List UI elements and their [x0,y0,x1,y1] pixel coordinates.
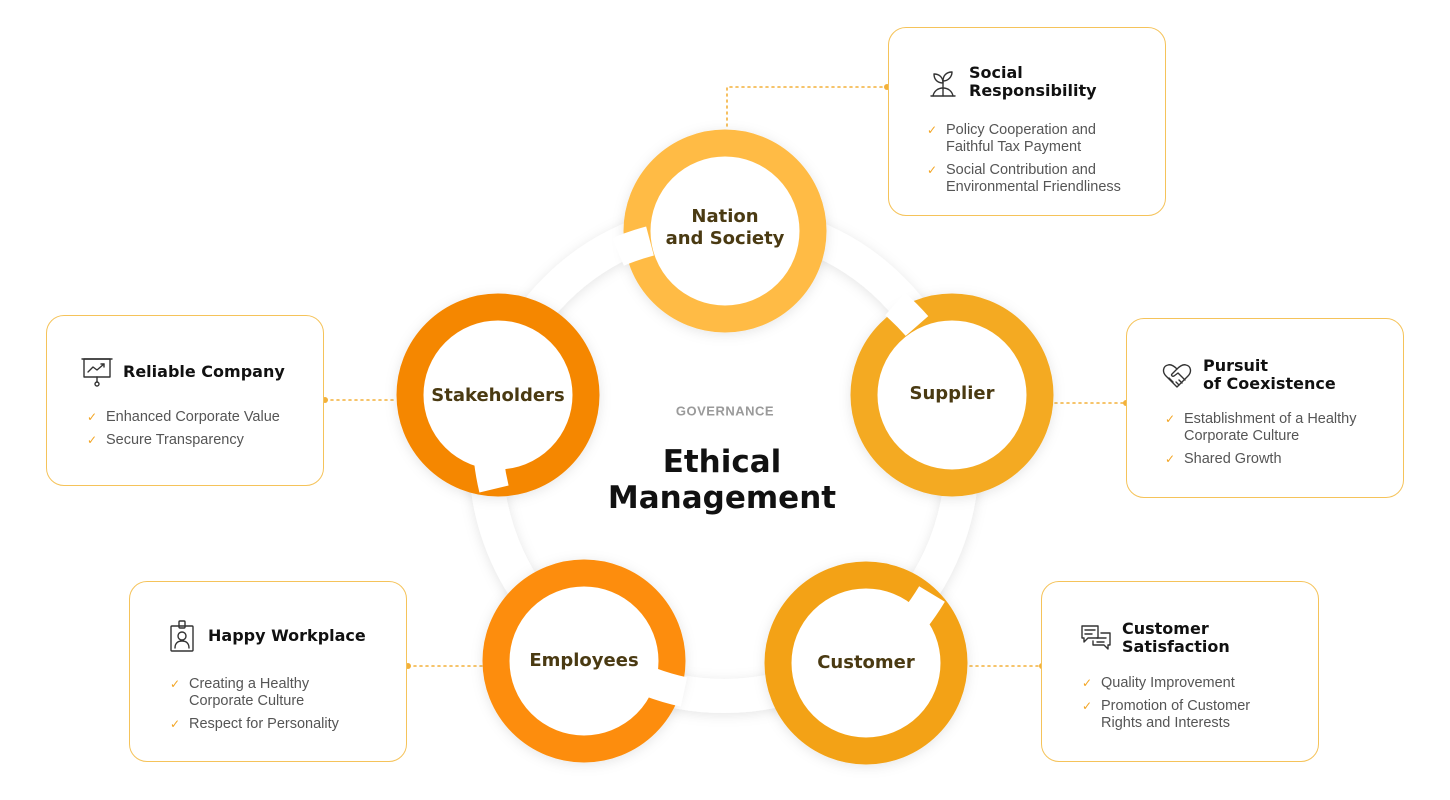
check-icon: ✓ [170,677,181,691]
card-title-pursuit-of-coexistence: Pursuit of Coexistence [1203,356,1336,393]
card-pursuit-of-coexistence: Pursuit of Coexistence ✓Establishment of… [1126,318,1404,498]
ring-bridge-stakeholders [474,459,509,493]
ring-bridge-nation [612,226,655,266]
list-item: ✓Establishment of a Healthy Corporate Cu… [1165,411,1357,444]
presentation-chart-icon [81,358,113,387]
ring-bridge-supplier [884,292,929,337]
ring-bridge-employees [644,667,688,707]
connector-nation-social [726,86,888,127]
check-icon: ✓ [1165,412,1176,426]
card-title-reliable-company: Reliable Company [123,362,285,381]
check-icon: ✓ [1165,452,1176,466]
check-icon: ✓ [1082,676,1093,690]
list-item: ✓Policy Cooperation and Faithful Tax Pay… [927,122,1096,155]
check-icon: ✓ [927,163,938,177]
check-icon: ✓ [87,410,98,424]
card-reliable-company: Reliable Company ✓Enhanced Corporate Val… [46,315,324,486]
check-icon: ✓ [1082,699,1093,713]
list-item: ✓Enhanced Corporate Value [87,409,280,425]
node-label-customer: Customer [817,652,915,673]
handshake-icon [1162,364,1192,388]
node-label-nation: Nation and Society [665,206,785,249]
list-item: ✓Quality Improvement [1082,675,1235,691]
ring-bridge-customer [902,586,945,630]
list-item: ✓Secure Transparency [87,432,244,448]
check-icon: ✓ [170,717,181,731]
sprout-icon [930,71,956,97]
node-ring-employees [482,559,686,763]
card-title-social-responsibility: Social Responsibility [969,63,1097,100]
ethical-management-title: Ethical Management [607,444,837,516]
check-icon: ✓ [927,123,938,137]
card-customer-satisfaction: Customer Satisfaction ✓Quality Improveme… [1041,581,1319,762]
check-icon: ✓ [87,433,98,447]
node-ring-customer [764,561,968,765]
list-item: ✓Social Contribution and Environmental F… [927,162,1121,195]
node-ring-supplier [850,293,1054,497]
id-badge-icon [170,620,194,652]
list-item: ✓Promotion of Customer Rights and Intere… [1082,698,1251,731]
card-happy-workplace: Happy Workplace ✓Creating a Healthy Corp… [129,581,407,762]
node-label-stakeholders: Stakeholders [431,385,565,406]
card-title-happy-workplace: Happy Workplace [208,626,366,645]
governance-label: GOVERNANCE [675,403,775,419]
node-label-employees: Employees [529,650,639,671]
list-item: ✓Shared Growth [1165,451,1282,467]
card-social-responsibility: Social Responsibility ✓Policy Cooperatio… [888,27,1166,216]
list-item: ✓Creating a Healthy Corporate Culture [170,676,310,709]
node-label-supplier: Supplier [909,383,995,404]
chat-bubbles-icon [1081,625,1111,650]
card-title-customer-satisfaction: Customer Satisfaction [1122,619,1230,656]
list-item: ✓Respect for Personality [170,716,339,732]
